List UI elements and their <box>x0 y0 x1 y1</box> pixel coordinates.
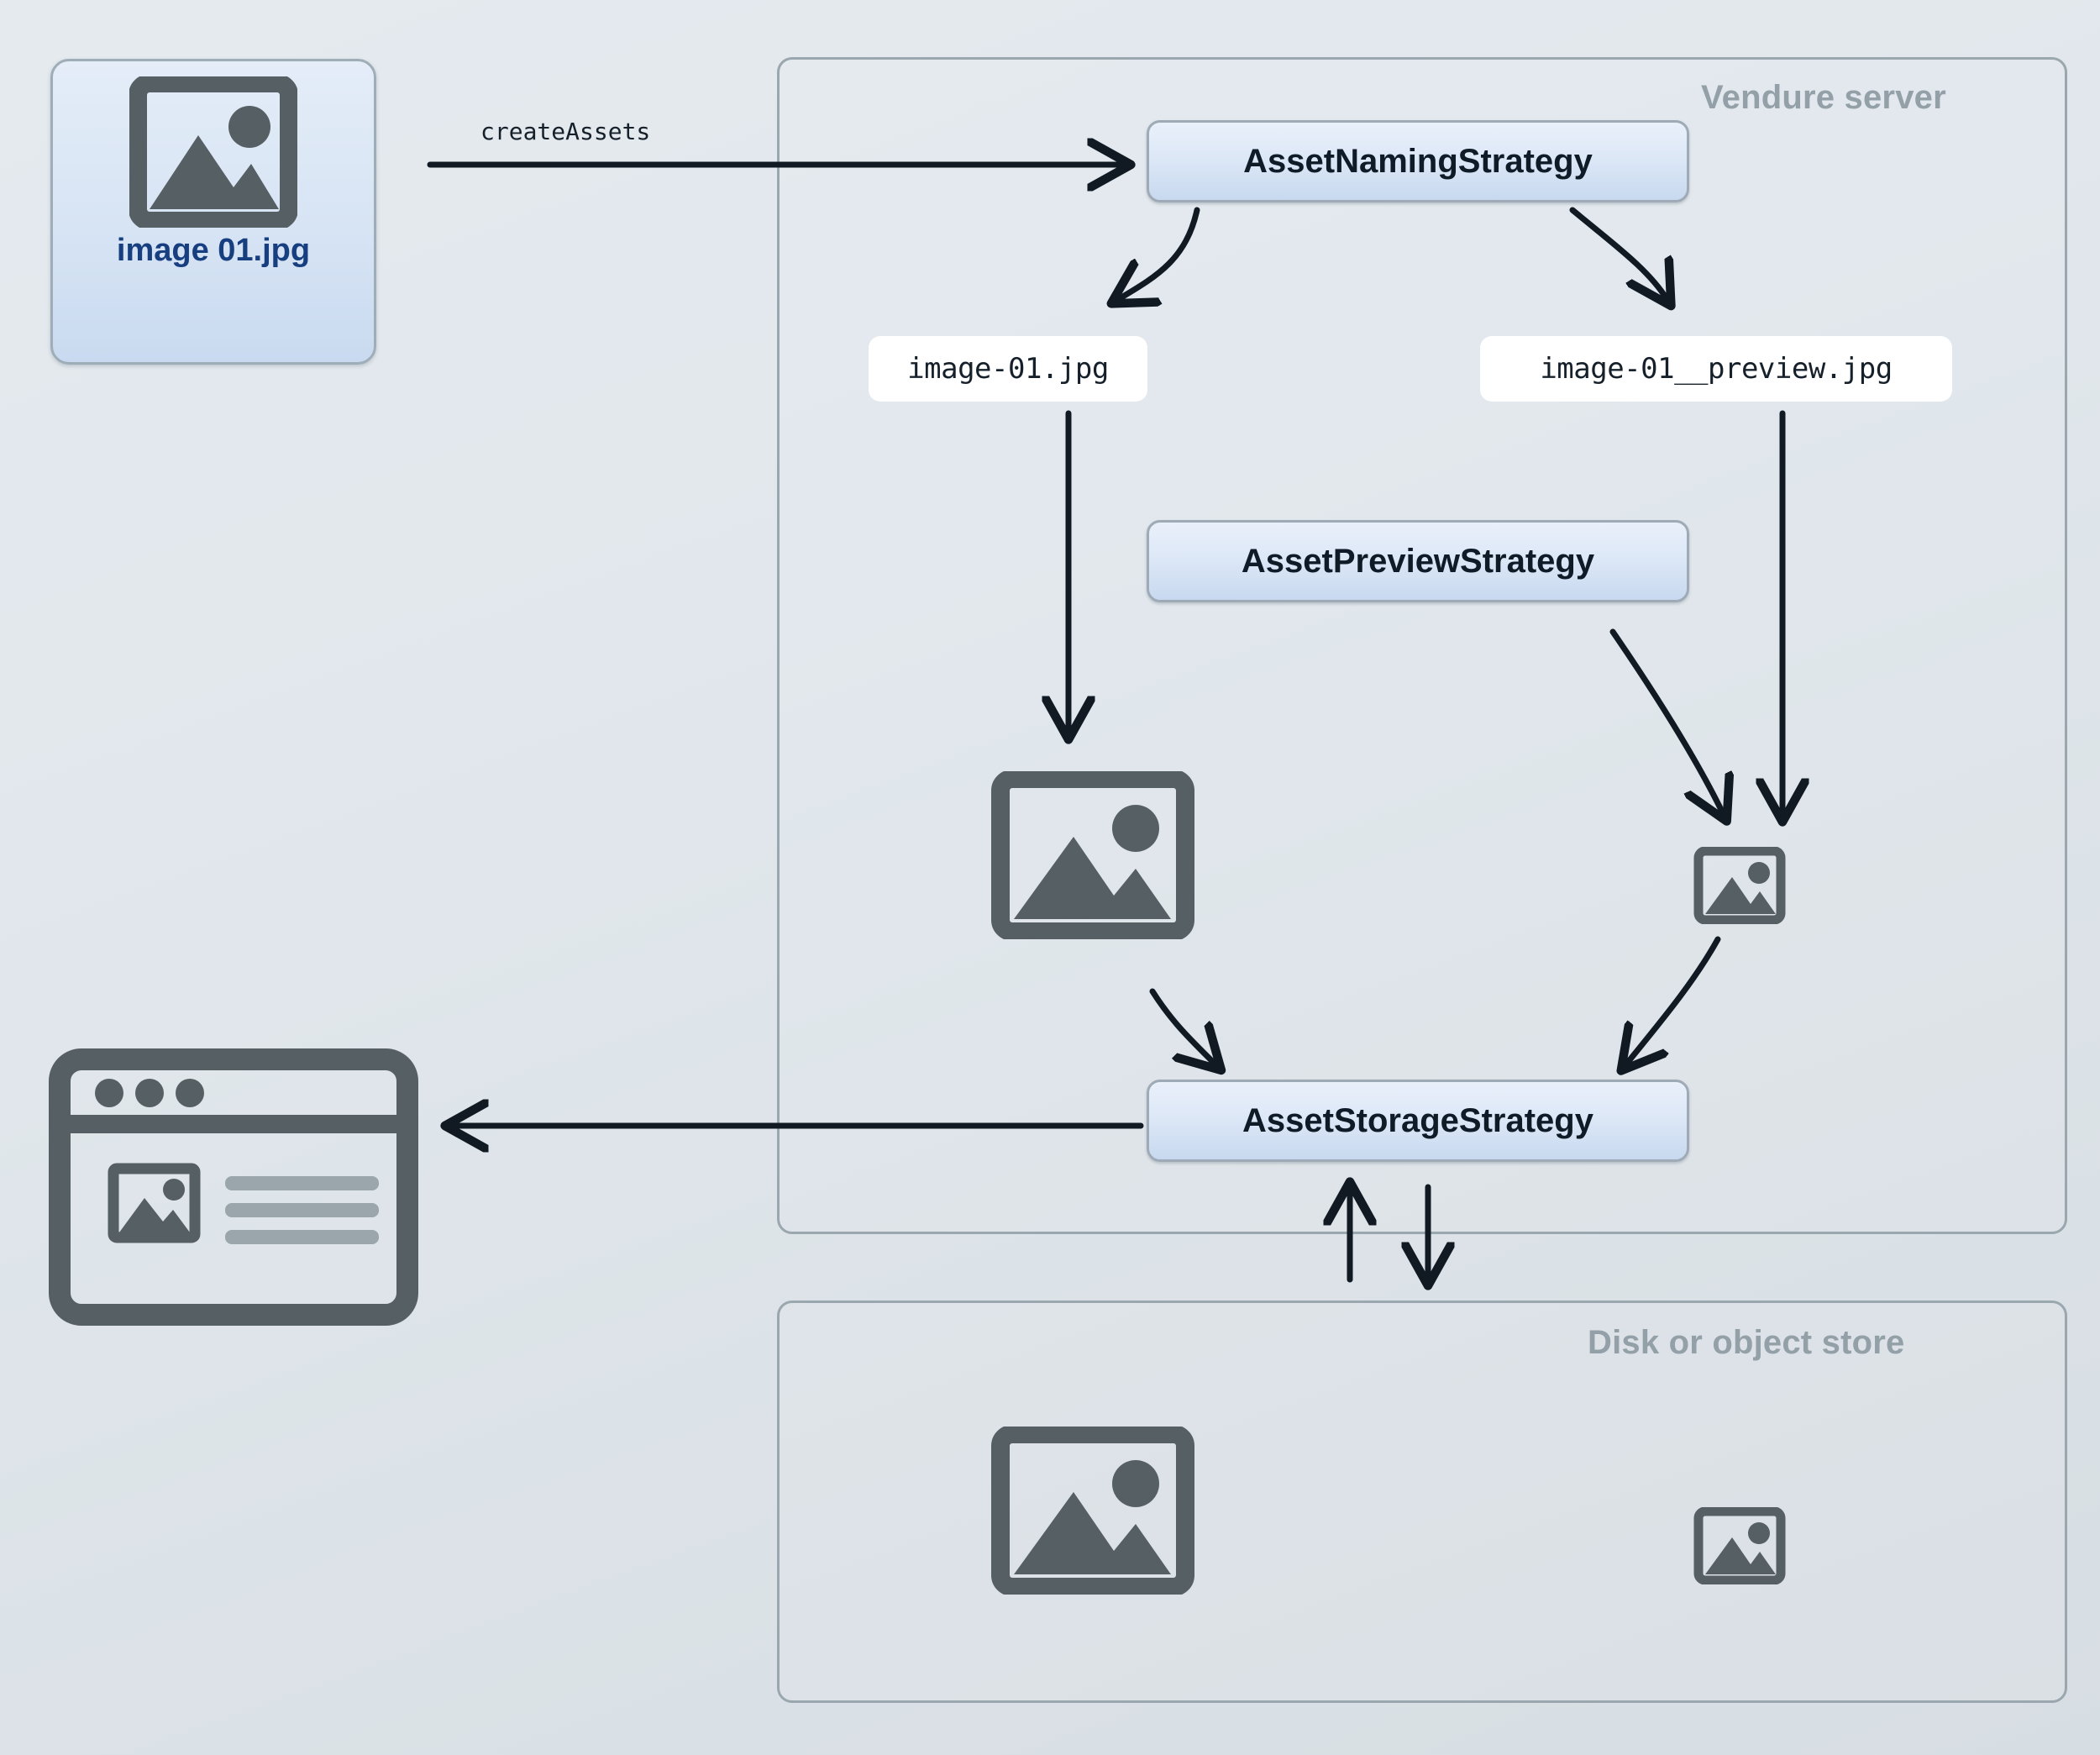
server-preview-image-icon <box>1693 847 1786 924</box>
store-full-image-icon <box>991 1427 1194 1595</box>
filename-preview-text: image-01__preview.jpg <box>1540 352 1893 386</box>
strategy-asset-storage[interactable]: AssetStorageStrategy <box>1147 1080 1689 1162</box>
store-preview-image-icon <box>1693 1507 1786 1584</box>
edge-label-create-assets: createAssets <box>480 118 651 145</box>
filename-chip-preview: image-01__preview.jpg <box>1480 336 1952 402</box>
group-vendure-server <box>777 57 2067 1234</box>
strategy-asset-storage-label: AssetStorageStrategy <box>1242 1101 1593 1139</box>
strategy-asset-preview-label: AssetPreviewStrategy <box>1241 542 1595 580</box>
strategy-asset-naming-label: AssetNamingStrategy <box>1243 142 1593 180</box>
browser-window-icon <box>49 1048 418 1326</box>
strategy-asset-preview[interactable]: AssetPreviewStrategy <box>1147 520 1689 602</box>
image-icon <box>129 76 297 228</box>
server-full-image-icon <box>991 771 1194 939</box>
source-asset-card[interactable]: image 01.jpg <box>50 59 376 365</box>
source-asset-label: image 01.jpg <box>116 233 311 268</box>
group-vendure-server-label: Vendure server <box>1701 79 1946 116</box>
filename-source-text: image-01.jpg <box>907 352 1109 386</box>
group-disk-or-object-store-label: Disk or object store <box>1588 1324 1905 1361</box>
filename-chip-source: image-01.jpg <box>869 336 1147 402</box>
strategy-asset-naming[interactable]: AssetNamingStrategy <box>1147 120 1689 202</box>
